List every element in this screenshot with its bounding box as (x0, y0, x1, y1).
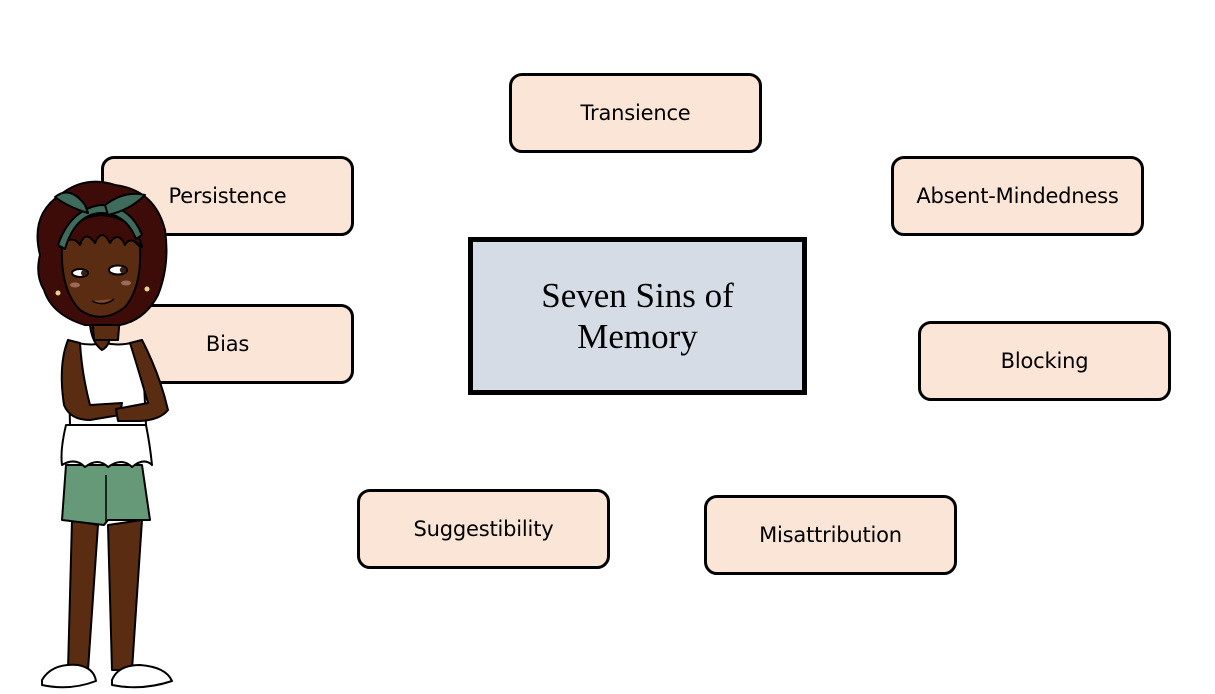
sin-label: Absent-Mindedness (916, 184, 1119, 208)
central-topic-title: Seven Sins of Memory (541, 276, 734, 356)
person-thinking-illustration-icon (36, 180, 173, 689)
sin-box-absent-mindedness: Absent-Mindedness (891, 156, 1144, 236)
sin-box-blocking: Blocking (918, 321, 1171, 401)
sin-box-transience: Transience (509, 73, 762, 153)
sin-label: Blocking (1000, 349, 1089, 373)
sin-label: Bias (205, 332, 250, 356)
sin-label: Misattribution (759, 523, 902, 547)
sin-box-suggestibility: Suggestibility (357, 489, 610, 569)
sin-label: Transience (580, 101, 691, 125)
sin-label: Suggestibility (413, 517, 554, 541)
sin-box-bias: Bias (101, 304, 354, 384)
sin-label: Persistence (168, 184, 287, 208)
sin-box-misattribution: Misattribution (704, 495, 957, 575)
central-topic-box: Seven Sins of Memory (468, 237, 807, 395)
